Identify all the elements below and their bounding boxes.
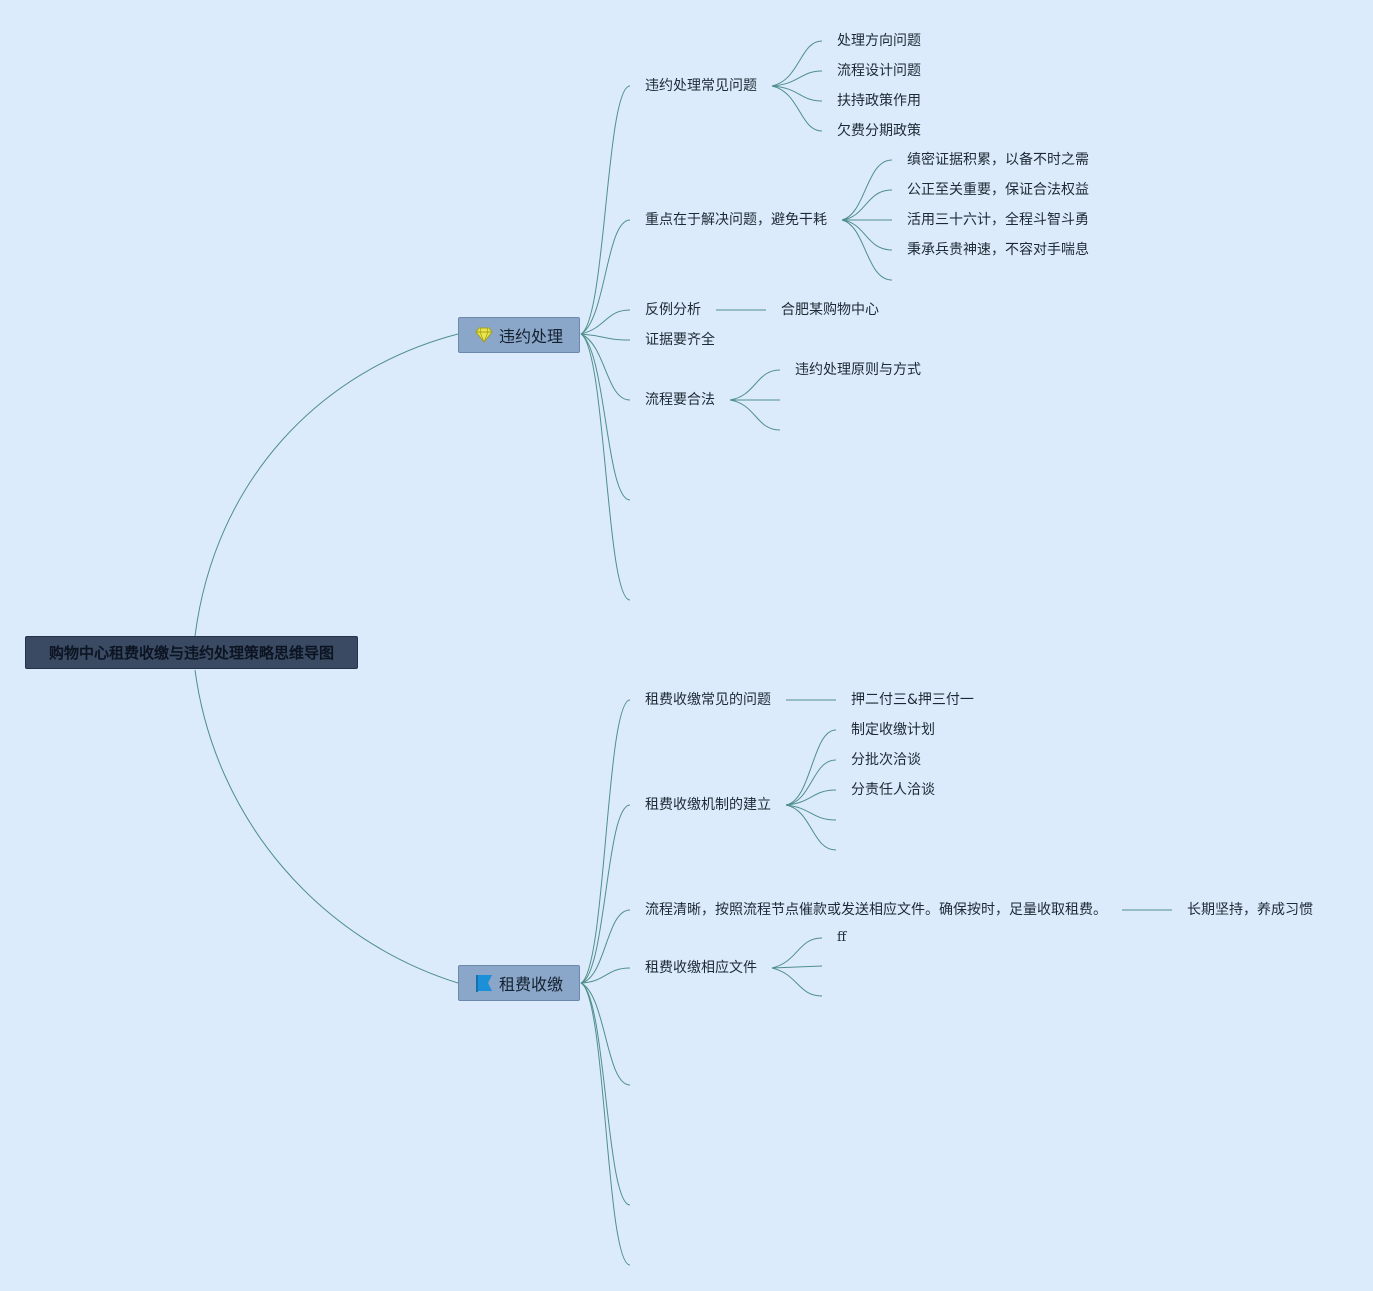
flag-icon [475, 974, 493, 992]
branch-topic-1-label: 违约处理 [498, 327, 563, 346]
subtopic-installment-policy[interactable]: 欠费分期政策 [837, 123, 921, 139]
topic-evidence-complete[interactable]: 证据要齐全 [645, 332, 715, 348]
connector-b1-c5 [580, 333, 631, 401]
connector-b1-c4 [580, 333, 631, 341]
topic-rent-mechanism[interactable]: 租费收缴机制的建立 [645, 797, 771, 813]
subtopic-speed[interactable]: 秉承兵贵神速，不容对手喘息 [907, 242, 1089, 258]
topic-clear-process[interactable]: 流程清晰，按照流程节点催款或发送相应文件。确保按时，足量收取租费。 [645, 902, 1107, 918]
connector-root-branch-2 [194, 669, 459, 984]
subtopic-36-strategies[interactable]: 活用三十六计，全程斗智斗勇 [907, 212, 1089, 228]
subtopic-support-policy[interactable]: 扶持政策作用 [837, 93, 921, 109]
subtopic-person-negotiation[interactable]: 分责任人洽谈 [851, 782, 935, 798]
connector-b2-c1 [580, 699, 631, 984]
subtopic-direction-issue[interactable]: 处理方向问题 [837, 33, 921, 49]
connector-b1-c7 [580, 333, 631, 601]
connector-root-branch-1 [194, 333, 459, 637]
topic-focus-solve-problems[interactable]: 重点在于解决问题，避免干耗 [645, 212, 827, 228]
connector-b2-c4 [580, 967, 631, 984]
branch-topic-2-label: 租费收缴 [498, 975, 563, 994]
topic-process-legal[interactable]: 流程要合法 [645, 392, 715, 408]
topic-rent-documents[interactable]: 租费收缴相应文件 [645, 960, 757, 976]
connector-b2-c2 [580, 804, 631, 984]
subtopic-fairness[interactable]: 公正至关重要，保证合法权益 [907, 182, 1089, 198]
topic-counter-example[interactable]: 反例分析 [645, 302, 701, 318]
subtopic-long-term[interactable]: 长期坚持，养成习惯 [1187, 902, 1313, 918]
subtopic-hefei-mall[interactable]: 合肥某购物中心 [781, 302, 879, 318]
subtopic-batch-negotiation[interactable]: 分批次洽谈 [851, 752, 921, 768]
diamond-icon [475, 327, 493, 343]
connector-b1-c2 [580, 219, 631, 335]
subtopic-ff[interactable]: ff [837, 930, 847, 945]
root-topic-label: 购物中心租费收缴与违约处理策略思维导图 [48, 644, 334, 662]
connector-b2-c3 [580, 909, 631, 984]
subtopic-deposit-terms[interactable]: 押二付三&押三付一 [851, 692, 974, 708]
root-topic[interactable]: 购物中心租费收缴与违约处理策略思维导图 [25, 636, 358, 669]
subtopic-violation-principles[interactable]: 违约处理原则与方式 [795, 362, 921, 378]
subtopic-evidence-accumulation[interactable]: 缜密证据积累，以备不时之需 [907, 152, 1089, 168]
branch-topic-2[interactable]: 租费收缴 [458, 965, 580, 1001]
topic-violation-common-issues[interactable]: 违约处理常见问题 [645, 78, 757, 94]
connector-b2-c5 [580, 982, 631, 1086]
connector-b2-c7 [580, 982, 631, 1266]
topic-rent-common-issues[interactable]: 租费收缴常见的问题 [645, 692, 771, 708]
connector-b1-c6 [580, 333, 631, 501]
connector-b1-c3 [580, 309, 631, 335]
subtopic-collection-plan[interactable]: 制定收缴计划 [851, 722, 935, 738]
connector-b2-c6 [580, 982, 631, 1206]
branch-topic-1[interactable]: 违约处理 [458, 317, 580, 353]
connector-b1-c1 [580, 85, 631, 335]
subtopic-process-design-issue[interactable]: 流程设计问题 [837, 63, 921, 79]
